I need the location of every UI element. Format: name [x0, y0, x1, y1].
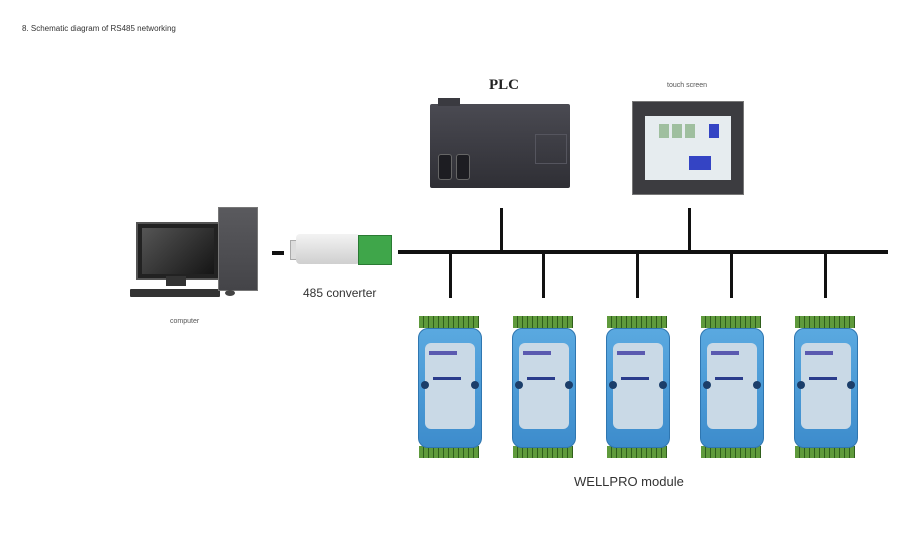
screen-widget-blue: [689, 156, 711, 170]
terminal-block-bottom: [701, 446, 761, 458]
modules-label: WELLPRO module: [574, 474, 684, 489]
mount-hole: [703, 381, 711, 389]
rs485-bus: [398, 250, 888, 254]
module-4: [700, 328, 764, 448]
computer-label: computer: [170, 318, 200, 325]
module-model: [715, 377, 743, 380]
computer-tower: [218, 207, 258, 291]
touch-screen-label: touch screen: [667, 82, 708, 89]
module-face: [613, 343, 663, 429]
module-drop-line: [542, 253, 545, 298]
terminal-block-top: [795, 316, 855, 328]
mount-hole: [565, 381, 573, 389]
wellpro-logo: [429, 351, 457, 355]
module-face: [425, 343, 475, 429]
mount-hole: [847, 381, 855, 389]
module-5: [794, 328, 858, 448]
wellpro-logo: [711, 351, 739, 355]
module-1: [418, 328, 482, 448]
screen-widget: [672, 124, 682, 138]
module-model: [621, 377, 649, 380]
module-face: [707, 343, 757, 429]
module-model: [527, 377, 555, 380]
plc-label: PLC: [489, 77, 519, 93]
screen-widget: [685, 124, 695, 138]
touch-screen-device: [632, 101, 744, 195]
plc-panel: [535, 134, 567, 164]
module-3: [606, 328, 670, 448]
screen-widget-blue: [709, 124, 719, 138]
module-drop-line: [449, 253, 452, 298]
terminal-block-top: [607, 316, 667, 328]
touch-screen-drop-line: [688, 208, 691, 251]
converter-body: [296, 234, 360, 264]
mouse: [225, 290, 235, 296]
keyboard: [130, 289, 220, 297]
diagram-caption: 8. Schematic diagram of RS485 networking: [22, 24, 176, 33]
module-face: [519, 343, 569, 429]
monitor: [136, 222, 220, 280]
monitor-screen: [142, 228, 214, 274]
wellpro-logo: [617, 351, 645, 355]
module-drop-line: [730, 253, 733, 298]
terminal-block-bottom: [607, 446, 667, 458]
monitor-stand: [166, 276, 186, 286]
plc-tab: [438, 98, 460, 106]
mount-hole: [659, 381, 667, 389]
module-2: [512, 328, 576, 448]
plc-drop-line: [500, 208, 503, 251]
terminal-block-bottom: [513, 446, 573, 458]
terminal-block-bottom: [795, 446, 855, 458]
mount-hole: [753, 381, 761, 389]
module-model: [433, 377, 461, 380]
plc-port-1: [438, 154, 452, 180]
mount-hole: [609, 381, 617, 389]
module-face: [801, 343, 851, 429]
wellpro-logo: [523, 351, 551, 355]
mount-hole: [797, 381, 805, 389]
mount-hole: [471, 381, 479, 389]
terminal-block-top: [701, 316, 761, 328]
plc-device: [430, 98, 570, 188]
wellpro-logo: [805, 351, 833, 355]
module-model: [809, 377, 837, 380]
screen-widget: [659, 124, 669, 138]
terminal-block-bottom: [419, 446, 479, 458]
terminal-block-top: [419, 316, 479, 328]
plc-port-2: [456, 154, 470, 180]
module-drop-line: [824, 253, 827, 298]
link-dash: [272, 251, 284, 255]
touch-screen-display: [645, 116, 731, 180]
mount-hole: [515, 381, 523, 389]
mount-hole: [421, 381, 429, 389]
terminal-block-top: [513, 316, 573, 328]
module-drop-line: [636, 253, 639, 298]
converter-label: 485 converter: [303, 286, 377, 300]
converter-terminal: [358, 235, 392, 265]
